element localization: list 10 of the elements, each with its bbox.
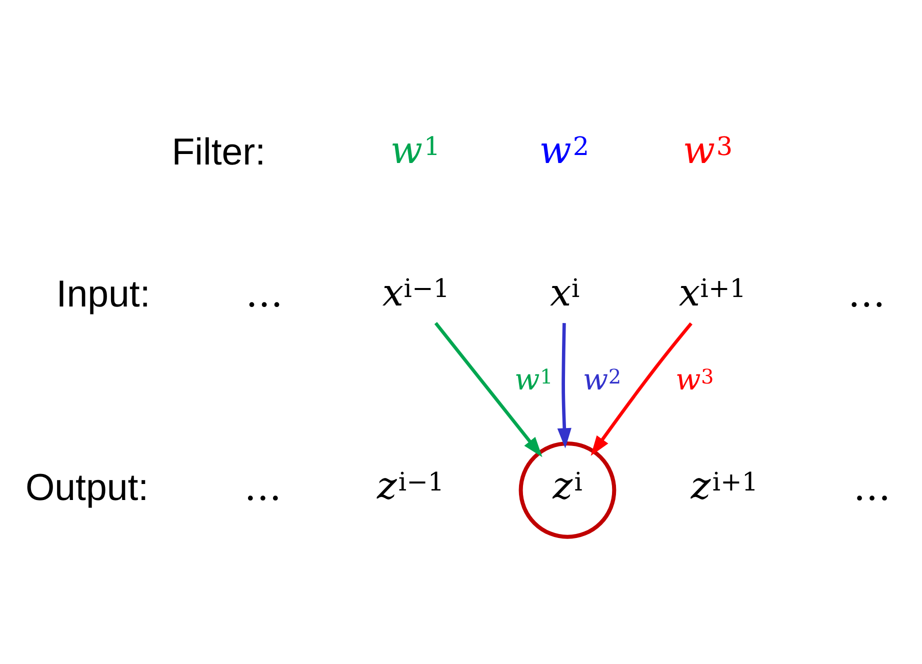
arrow	[556, 322, 571, 448]
arrow	[434, 321, 542, 457]
label: Filter:	[171, 130, 266, 172]
arrow	[590, 322, 692, 456]
label: …	[244, 271, 283, 316]
label: Output:	[24, 466, 148, 508]
label: Input:	[56, 272, 150, 314]
label: …	[244, 464, 282, 509]
label: …	[847, 271, 885, 316]
label: …	[852, 464, 890, 509]
